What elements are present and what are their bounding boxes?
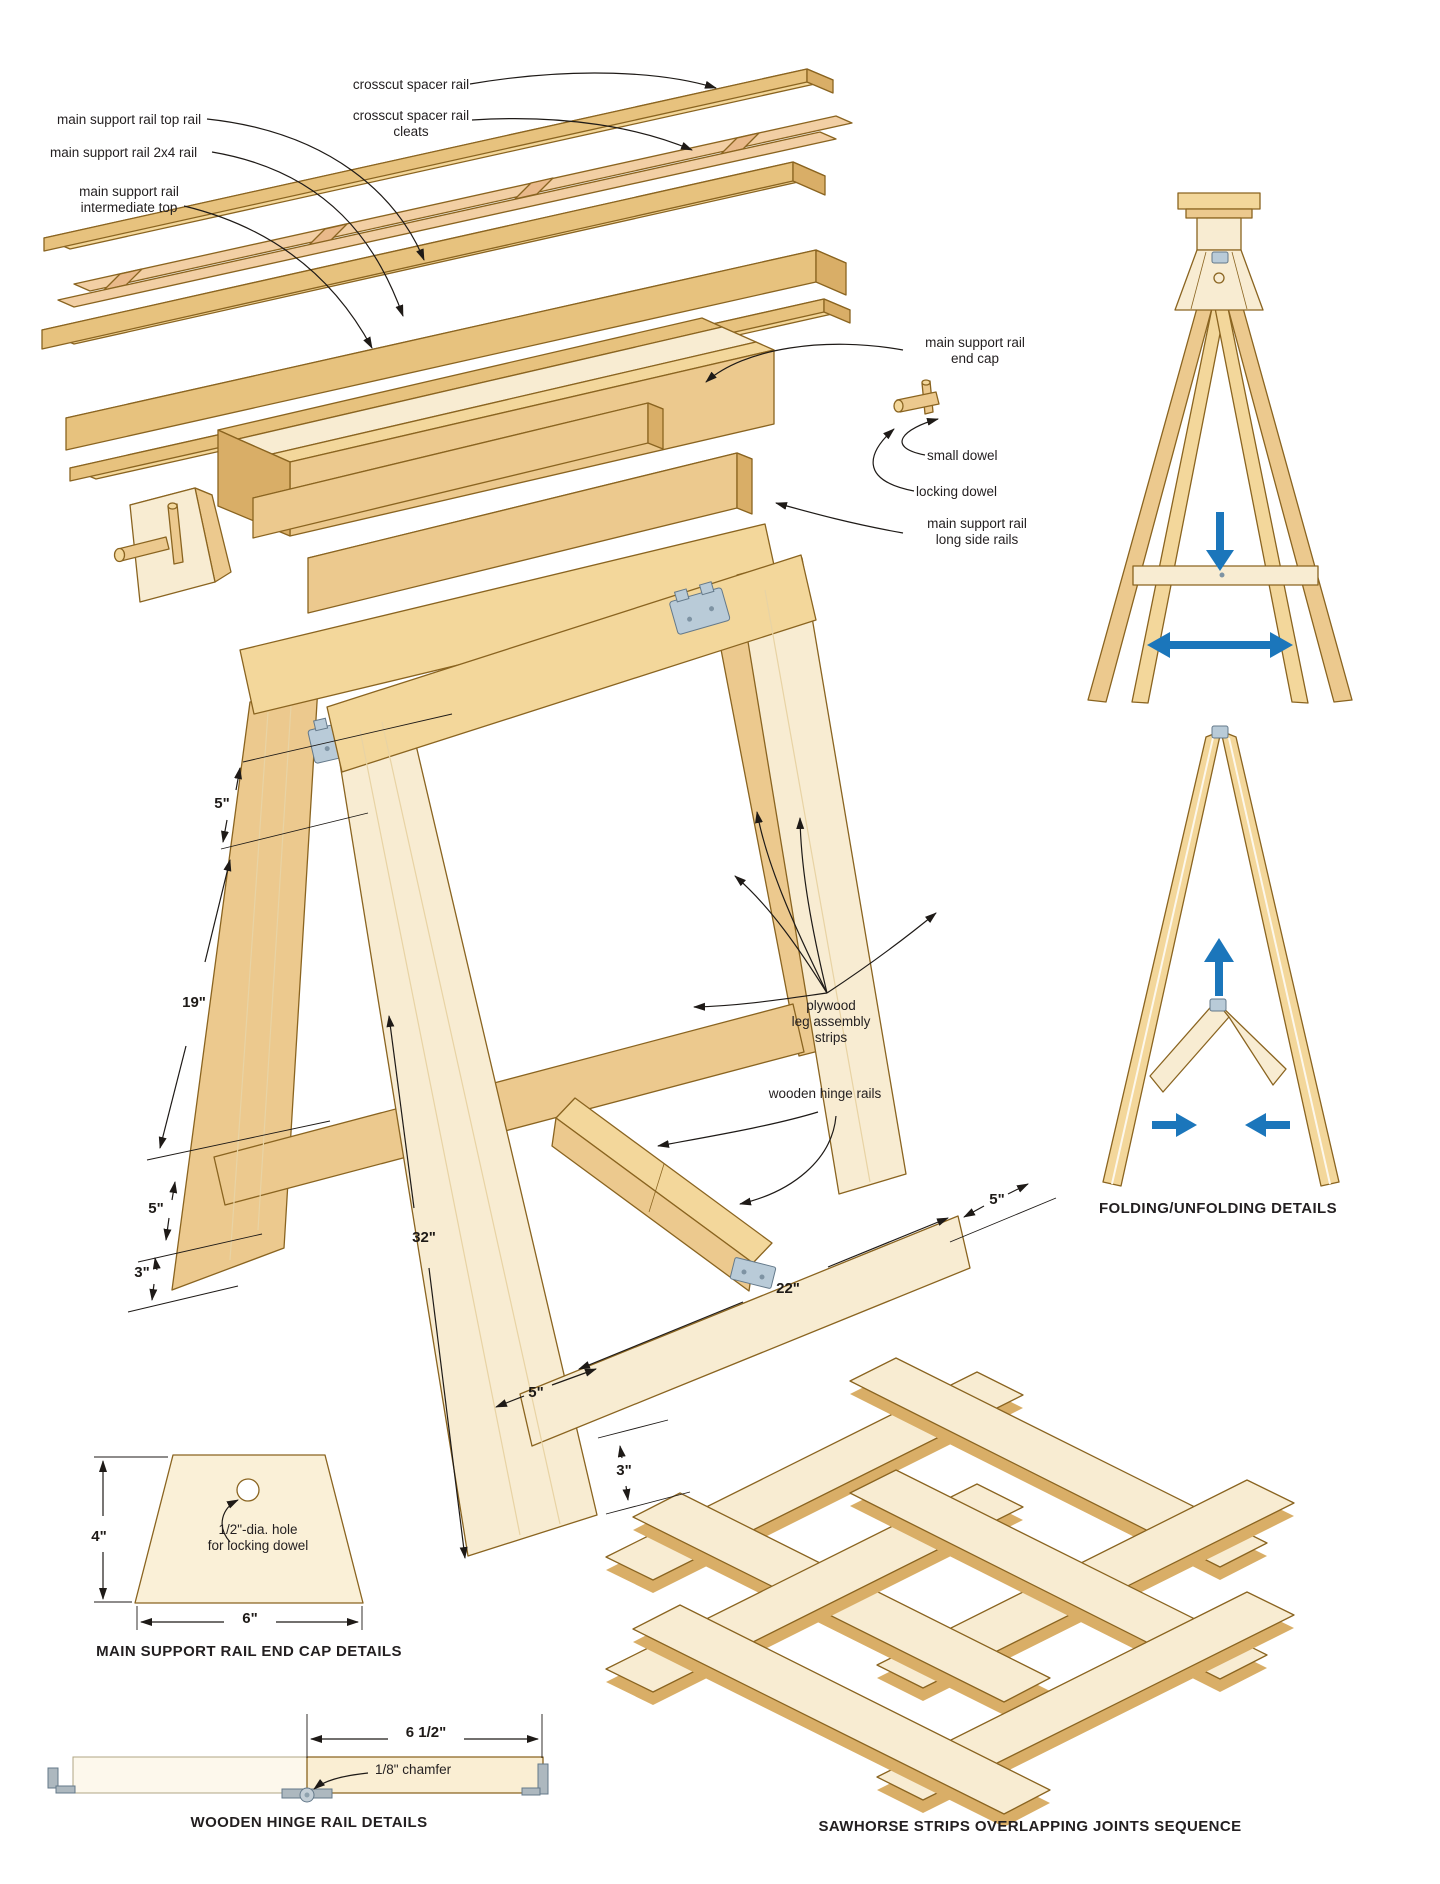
label-top-rail: main support rail top rail bbox=[57, 112, 202, 127]
crosscut-spacer-rail-cleats-frame bbox=[57, 115, 853, 308]
label-plywood-strips: plywood leg assembly strips bbox=[792, 998, 871, 1046]
hinge-front-rail bbox=[669, 581, 731, 635]
label-end-cap: main support rail end cap bbox=[925, 335, 1025, 367]
label-crosscut-cleats-line2: cleats bbox=[393, 123, 429, 139]
arrow-inward-left-icon bbox=[1152, 1113, 1197, 1137]
label-locking-dowel: locking dowel bbox=[916, 484, 998, 499]
arrow-inward-right-icon bbox=[1245, 1113, 1290, 1137]
label-intermediate-line2: intermediate top bbox=[80, 199, 178, 215]
label-end-cap-line1: main support rail bbox=[925, 335, 1025, 350]
dim-5-right: 5" bbox=[989, 1191, 1005, 1208]
blue-arrows bbox=[1147, 512, 1293, 1137]
label-long-side-line1: main support rail bbox=[927, 516, 1027, 531]
end-cap-piece bbox=[113, 487, 232, 603]
caption-overlapping-joints: SAWHORSE STRIPS OVERLAPPING JOINTS SEQUE… bbox=[818, 1818, 1242, 1835]
main-support-rail-2x4-board bbox=[65, 249, 847, 451]
label-intermediate-line1: main support rail bbox=[79, 184, 179, 199]
dim-hinge-rail-length: 6 1/2" bbox=[405, 1724, 447, 1741]
dim-endcap-4: 4" bbox=[91, 1528, 107, 1545]
dim-32: 32" bbox=[412, 1229, 436, 1246]
label-intermediate-top: main support rail intermediate top bbox=[79, 184, 179, 216]
label-long-side-line2: long side rails bbox=[935, 531, 1019, 547]
label-locking-dowel-hole: 1/2"-dia. hole for locking dowel bbox=[208, 1522, 309, 1554]
strip-frame-lower bbox=[605, 1469, 1295, 1827]
wooden-hinge-rail-piece bbox=[551, 1097, 777, 1292]
label-2x4-rail: main support rail 2x4 rail bbox=[50, 145, 198, 160]
label-plywood-line3: strips bbox=[814, 1029, 848, 1045]
crosscut-spacer-rail-board bbox=[43, 68, 834, 252]
folding-sawhorse-bottom bbox=[1102, 725, 1340, 1187]
folded-sawhorse-top bbox=[1087, 192, 1353, 704]
dim-5-top: 5" bbox=[214, 795, 230, 812]
overlap-joints-drawing bbox=[605, 1357, 1295, 1827]
long-side-rails bbox=[252, 402, 753, 614]
arrow-down-icon bbox=[1206, 512, 1234, 571]
dim-5-bottom: 5" bbox=[528, 1384, 544, 1401]
end-cap-detail-drawing bbox=[134, 1454, 364, 1604]
dim-3-mid: 3" bbox=[134, 1264, 150, 1281]
dim-19: 19" bbox=[182, 994, 206, 1011]
caption-folding-details: FOLDING/UNFOLDING DETAILS bbox=[1098, 1200, 1338, 1217]
label-hole-line1: 1/2"-dia. hole bbox=[218, 1522, 298, 1537]
leg-assemblies bbox=[171, 523, 971, 1557]
arrow-left-right-icon bbox=[1147, 632, 1293, 658]
label-crosscut-spacer-rail: crosscut spacer rail bbox=[352, 77, 470, 92]
caption-hinge-rail-details: WOODEN HINGE RAIL DETAILS bbox=[190, 1814, 428, 1831]
hinge-rail-detail-drawing bbox=[47, 1756, 549, 1803]
label-hole-line2: for locking dowel bbox=[207, 1537, 309, 1553]
caption-end-cap-details: MAIN SUPPORT RAIL END CAP DETAILS bbox=[96, 1643, 402, 1660]
dim-3-bottom: 3" bbox=[616, 1462, 632, 1479]
label-crosscut-cleats-line1: crosscut spacer rail bbox=[352, 108, 470, 123]
label-wooden-hinge-rails: wooden hinge rails bbox=[768, 1086, 882, 1101]
dim-endcap-6: 6" bbox=[242, 1610, 258, 1627]
label-crosscut-cleats: crosscut spacer rail cleats bbox=[353, 108, 469, 140]
dimension-lines bbox=[94, 713, 1057, 1758]
dim-22: 22" bbox=[776, 1280, 800, 1297]
label-plywood-line2: leg assembly bbox=[791, 1013, 871, 1029]
dim-5-mid: 5" bbox=[148, 1200, 164, 1217]
label-plywood-line1: plywood bbox=[806, 998, 856, 1013]
leader-arrows bbox=[183, 72, 939, 1790]
label-end-cap-line2: end cap bbox=[950, 350, 1000, 366]
small-dowel-piece bbox=[893, 379, 940, 415]
label-chamfer: 1/8" chamfer bbox=[375, 1762, 452, 1777]
label-long-side-rails: main support rail long side rails bbox=[927, 516, 1027, 548]
label-small-dowel: small dowel bbox=[927, 448, 998, 463]
arrow-up-icon bbox=[1204, 938, 1234, 996]
